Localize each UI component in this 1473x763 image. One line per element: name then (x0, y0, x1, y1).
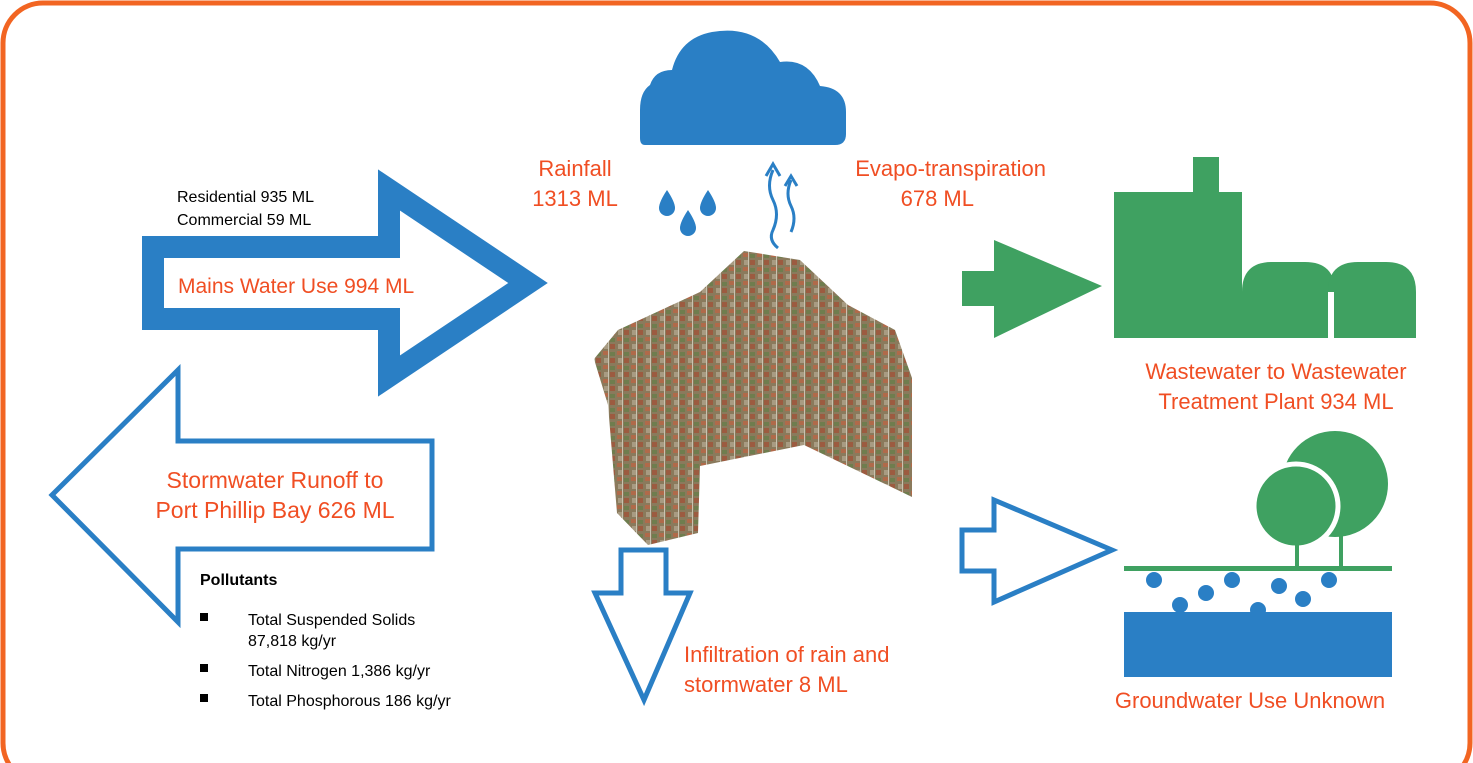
bullet-icon (200, 694, 208, 702)
mains-water-label: Mains Water Use 994 ML (178, 275, 415, 298)
pollutant-item: Total Nitrogen 1,386 kg/yr (198, 661, 451, 682)
wastewater-arrow (962, 240, 1102, 338)
pollutant-text: Total Phosphorous 186 kg/yr (248, 693, 451, 710)
pollutant-value: 87,818 kg/yr (248, 633, 337, 650)
pollutant-text: Total Suspended Solids (248, 612, 416, 629)
bullet-icon (200, 664, 208, 672)
tree-groundwater-icon (1124, 431, 1392, 677)
wastewater-label: Wastewater to Wastewater Treatment Plant… (1106, 357, 1446, 417)
infiltration-title: Infiltration of rain and (684, 642, 890, 667)
pollutant-item: Total Suspended Solids 87,818 kg/yr (198, 610, 451, 652)
pollutants-title: Pollutants (200, 572, 278, 589)
bullet-icon (200, 613, 208, 621)
evapotranspiration-label: Evapo-transpiration 678 ML (806, 154, 1046, 214)
suburb-aerial-image (594, 251, 912, 545)
pollutant-item: Total Phosphorous 186 kg/yr (198, 691, 451, 712)
infiltration-label: Infiltration of rain and stormwater 8 ML (684, 640, 889, 700)
rainfall-label: Rainfall 1313 ML (520, 154, 630, 214)
rainfall-title: Rainfall (538, 156, 612, 181)
wastewater-value: Treatment Plant 934 ML (1158, 389, 1394, 414)
groundwater-arrow (959, 496, 1119, 606)
groundwater-label: Groundwater Use Unknown (1114, 688, 1386, 713)
evapotranspiration-value: 678 ML (900, 186, 974, 211)
residential-use-label: Residential 935 ML (177, 189, 314, 206)
rainfall-value: 1313 ML (532, 186, 618, 211)
mains-water-arrow (142, 169, 548, 397)
stormwater-label: Stormwater Runoff to Port Phillip Bay 62… (130, 465, 420, 525)
evapotranspiration-title: Evapo-transpiration (855, 156, 1046, 181)
pollutant-text: Total Nitrogen 1,386 kg/yr (248, 663, 431, 680)
infiltration-value: stormwater 8 ML (684, 672, 848, 697)
evaporation-icon (764, 161, 799, 250)
raindrops-icon (659, 190, 716, 236)
infiltration-arrow (591, 547, 694, 707)
wastewater-title: Wastewater to Wastewater (1145, 359, 1407, 384)
stormwater-value: Port Phillip Bay 626 ML (155, 497, 395, 523)
stormwater-arrow (48, 363, 435, 629)
cloud-icon (640, 30, 846, 145)
stormwater-title: Stormwater Runoff to (166, 467, 384, 493)
wastewater-plant-icon (1114, 157, 1416, 338)
commercial-use-label: Commercial 59 ML (177, 212, 312, 229)
pollutants-list: Total Suspended Solids 87,818 kg/yr Total… (198, 610, 451, 721)
